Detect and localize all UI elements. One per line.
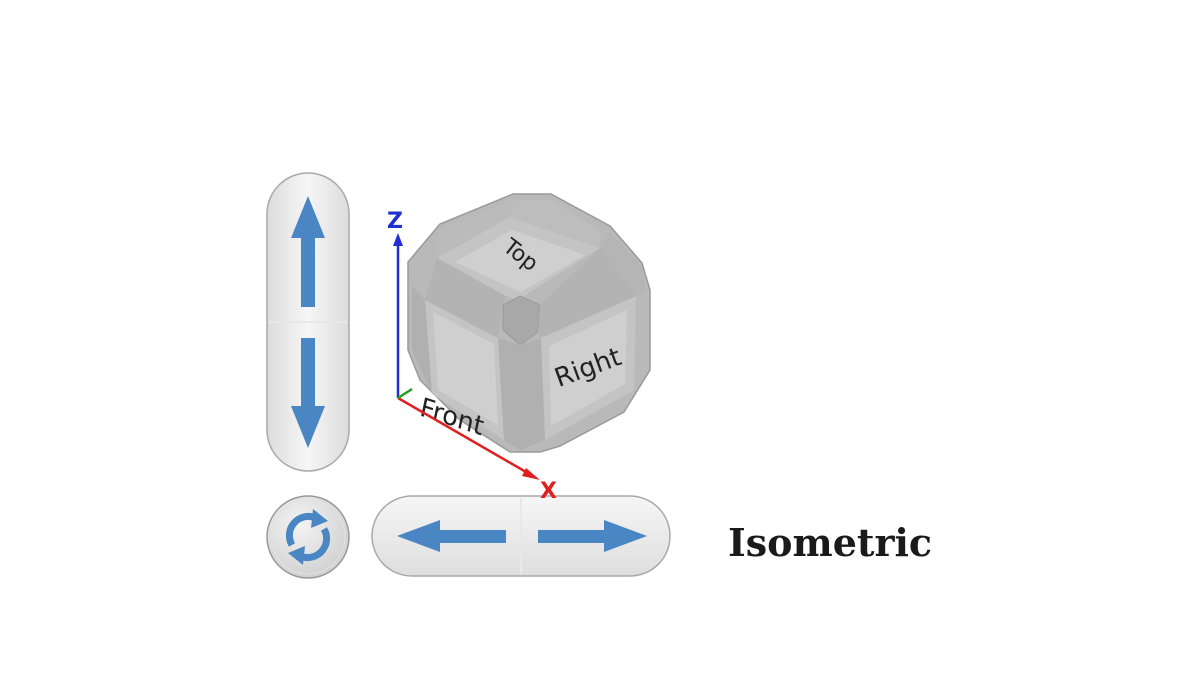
cube-edges <box>412 200 646 450</box>
rotate-left-button[interactable] <box>374 498 520 574</box>
arrow-up-icon <box>291 196 325 307</box>
rotate-up-button[interactable] <box>269 175 347 321</box>
current-view-label: Isometric <box>728 520 933 565</box>
axis-triad: Z X <box>387 209 557 504</box>
cube-face-top[interactable]: Top <box>437 217 600 300</box>
horizontal-rotate-pill <box>371 495 671 577</box>
rotate-right-button[interactable] <box>522 498 668 574</box>
arrow-down-icon <box>291 338 325 448</box>
view-cube[interactable]: Top Front Right <box>407 193 651 453</box>
vertical-rotate-pill <box>266 172 350 472</box>
cube-face-right[interactable]: Right <box>541 296 636 440</box>
arrow-right-icon <box>538 520 647 552</box>
arrow-left-icon <box>397 520 506 552</box>
orbit-button[interactable] <box>266 495 350 579</box>
axis-x-label: X <box>540 479 557 504</box>
rotate-down-button[interactable] <box>269 323 347 469</box>
rotate-cycle-icon <box>285 509 331 565</box>
axis-z-label: Z <box>387 209 403 234</box>
